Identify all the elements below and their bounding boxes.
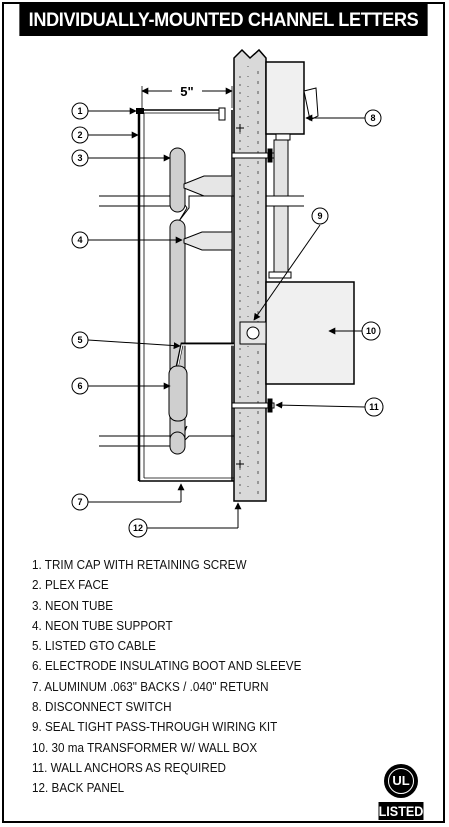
callout-number: 11	[369, 402, 379, 412]
ul-listed-mark: UL LISTED	[376, 764, 426, 824]
callout-3: 3	[71, 149, 89, 167]
ul-logo-icon: UL	[384, 764, 418, 798]
legend-item: 10. 30 ma TRANSFORMER W/ WALL BOX	[32, 739, 258, 755]
dimension-five-inches	[141, 86, 233, 108]
channel-letter-diagram: 5"	[71, 48, 384, 538]
legend-item: 4. NEON TUBE SUPPORT	[32, 617, 173, 633]
dimension-label: 5"	[180, 84, 193, 99]
callout-number: 5	[77, 335, 82, 345]
conduit	[268, 139, 292, 279]
legend-item: 6. ELECTRODE INSULATING BOOT AND SLEEVE	[32, 658, 302, 674]
leader-lines	[87, 107, 366, 529]
legend-item: 11. WALL ANCHORS AS REQUIRED	[32, 759, 226, 775]
callout-number: 12	[133, 523, 143, 533]
wall-anchors	[231, 148, 275, 413]
legend-item: 7. ALUMINUM .063" BACKS / .040" RETURN	[32, 678, 269, 694]
callout-number: 10	[366, 326, 376, 336]
callout-number: 2	[77, 130, 82, 140]
callout-12: 12	[128, 518, 148, 538]
legend-item: 5. LISTED GTO CABLE	[32, 638, 156, 654]
legend-item: 9. SEAL TIGHT PASS-THROUGH WIRING KIT	[32, 719, 278, 735]
ul-listed-word: LISTED	[378, 802, 424, 820]
callout-10: 10	[361, 321, 381, 341]
back-panel-wall	[233, 48, 267, 502]
callout-11: 11	[364, 397, 384, 417]
callout-4: 4	[71, 231, 89, 249]
callout-number: 8	[370, 113, 375, 123]
callout-5: 5	[71, 331, 89, 349]
transformer-box	[239, 281, 355, 385]
legend-item: 2. PLEX FACE	[32, 577, 109, 593]
callout-number: 6	[77, 381, 82, 391]
callout-number: 9	[317, 211, 322, 221]
callout-6: 6	[71, 377, 89, 395]
neon-tube-supports	[183, 175, 233, 251]
legend-item: 3. NEON TUBE	[32, 597, 114, 613]
legend-item: 8. DISCONNECT SWITCH	[32, 699, 172, 715]
drawing-sheet: INDIVIDUALLY-MOUNTED CHANNEL LETTERS	[2, 2, 445, 823]
callout-9: 9	[311, 207, 329, 225]
letter-housing	[136, 107, 234, 482]
ul-symbol: UL	[388, 768, 414, 794]
callout-2: 2	[71, 126, 89, 144]
page-title: INDIVIDUALLY-MOUNTED CHANNEL LETTERS	[19, 4, 428, 36]
parts-legend: 1. TRIM CAP WITH RETAINING SCREW 2. PLEX…	[32, 555, 331, 799]
disconnect-switch	[265, 61, 319, 141]
housing-screws	[236, 124, 244, 468]
callout-number: 1	[77, 106, 82, 116]
callout-1: 1	[71, 102, 89, 120]
callout-number: 4	[77, 235, 82, 245]
callout-8: 8	[364, 109, 382, 127]
legend-item: 12. BACK PANEL	[32, 780, 125, 796]
callout-number: 7	[77, 497, 82, 507]
callout-7: 7	[71, 493, 89, 511]
callout-number: 3	[77, 153, 82, 163]
legend-item: 1. TRIM CAP WITH RETAINING SCREW	[32, 557, 247, 572]
electrode-boot	[168, 365, 188, 422]
gto-cable	[174, 342, 234, 373]
